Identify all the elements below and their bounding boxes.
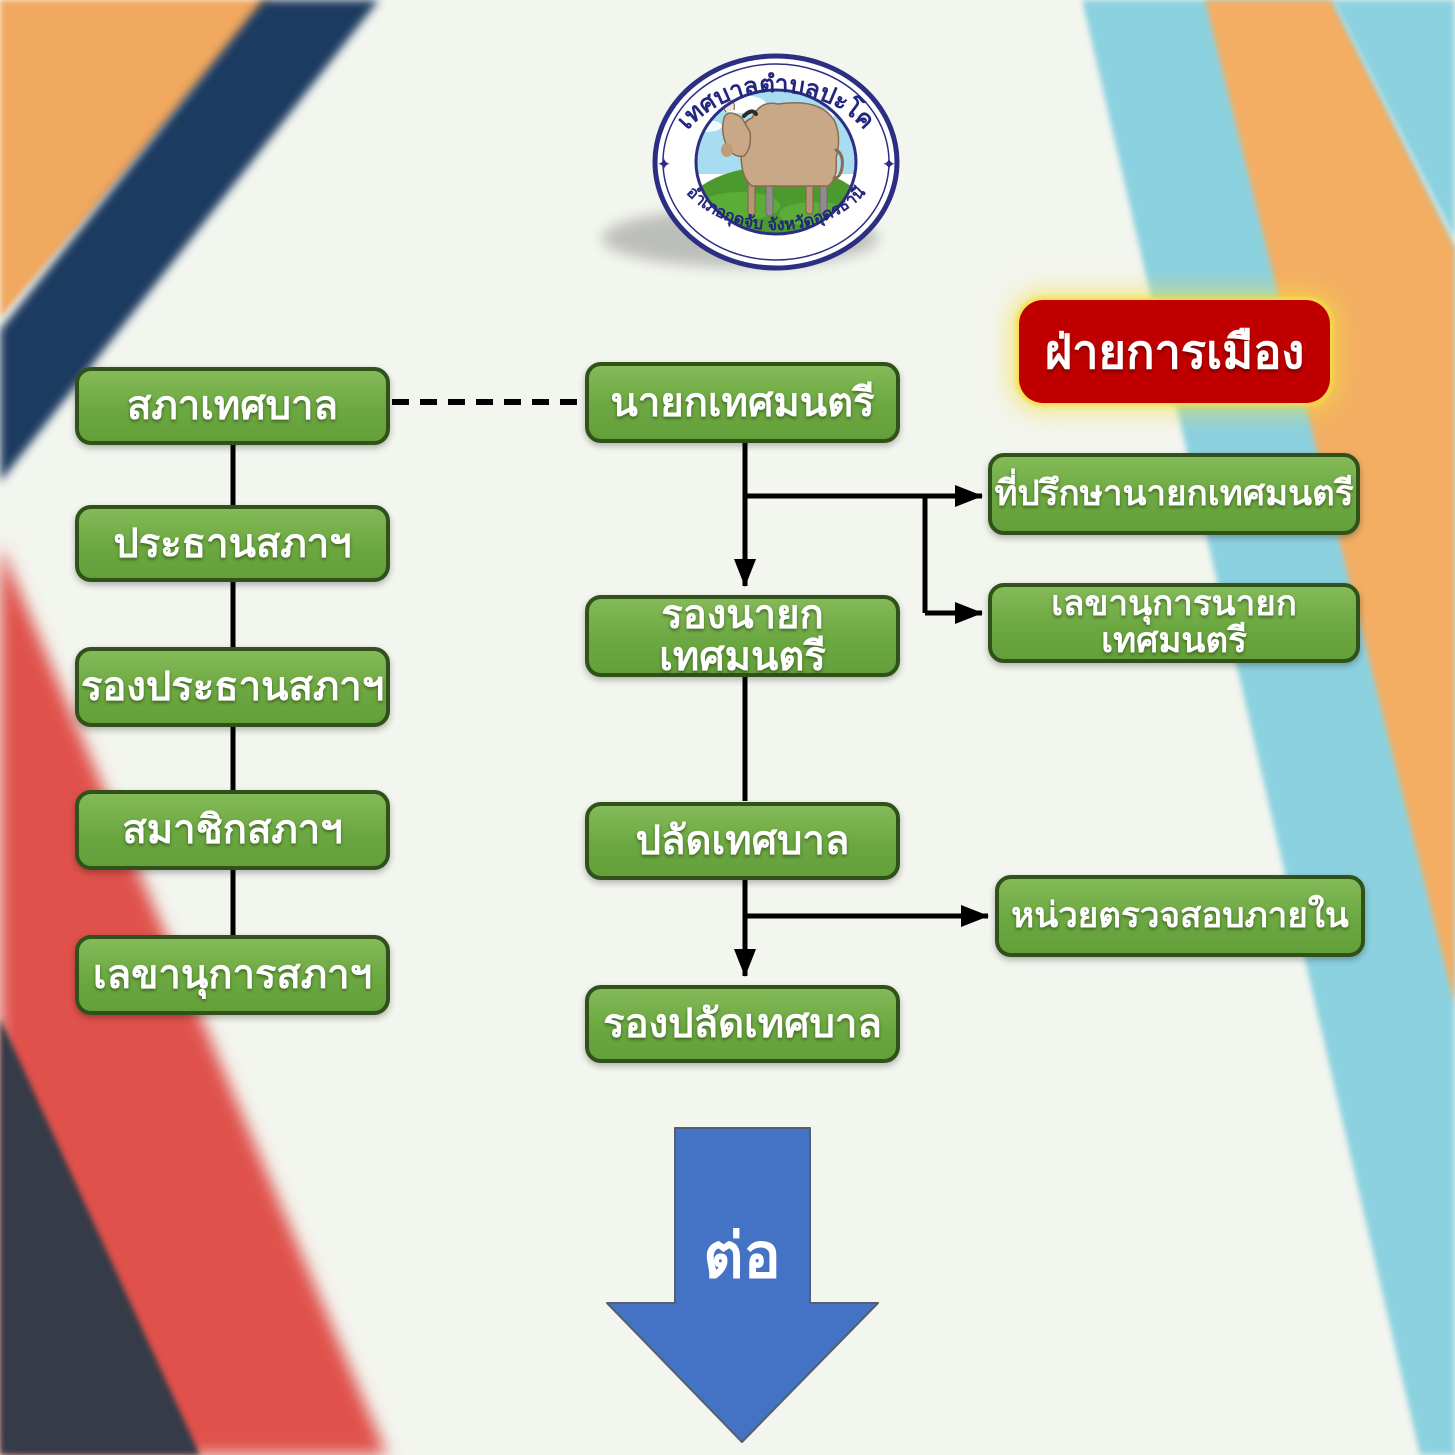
continue-arrow-label: ต่อ	[703, 1222, 781, 1291]
stripe-topright-lightblue	[1332, 0, 1455, 240]
logo-right-ornament-icon: ✦	[882, 155, 896, 174]
node-internal-audit-unit: หน่วยตรวจสอบภายใน	[995, 875, 1365, 957]
stripe-bottomleft-charcoal	[0, 1018, 200, 1455]
executive-links	[734, 443, 989, 977]
stripe-topleft-navy	[0, 0, 379, 482]
node-municipal-clerk: ปลัดเทศบาล	[585, 802, 900, 880]
logo-inner-ring	[694, 88, 858, 236]
node-council-members: สมาชิกสภาฯ	[75, 790, 390, 870]
logo-left-ornament-icon: ✦	[657, 155, 671, 174]
continue-arrow-shape	[606, 1127, 879, 1443]
node-council-secretary: เลขานุการสภาฯ	[75, 935, 390, 1015]
node-council-chairman: ประธานสภาฯ	[75, 505, 390, 582]
cow-emblem	[721, 101, 844, 217]
node-municipal-council: สภาเทศบาล	[75, 367, 390, 445]
node-deputy-mayor: รองนายกเทศมนตรี	[585, 594, 900, 678]
node-deputy-municipal-clerk: รองปลัดเทศบาล	[585, 985, 900, 1063]
node-mayor-advisor: ที่ปรึกษานายกเทศมนตรี	[988, 453, 1360, 535]
node-council-vice-chairman: รองประธานสภาฯ	[75, 647, 390, 727]
node-mayor: นายกเทศมนตรี	[585, 362, 900, 443]
political-division-badge: ฝ่ายการเมือง	[1019, 300, 1330, 403]
node-mayor-secretary: เลขานุการนายกเทศมนตรี	[988, 583, 1360, 663]
